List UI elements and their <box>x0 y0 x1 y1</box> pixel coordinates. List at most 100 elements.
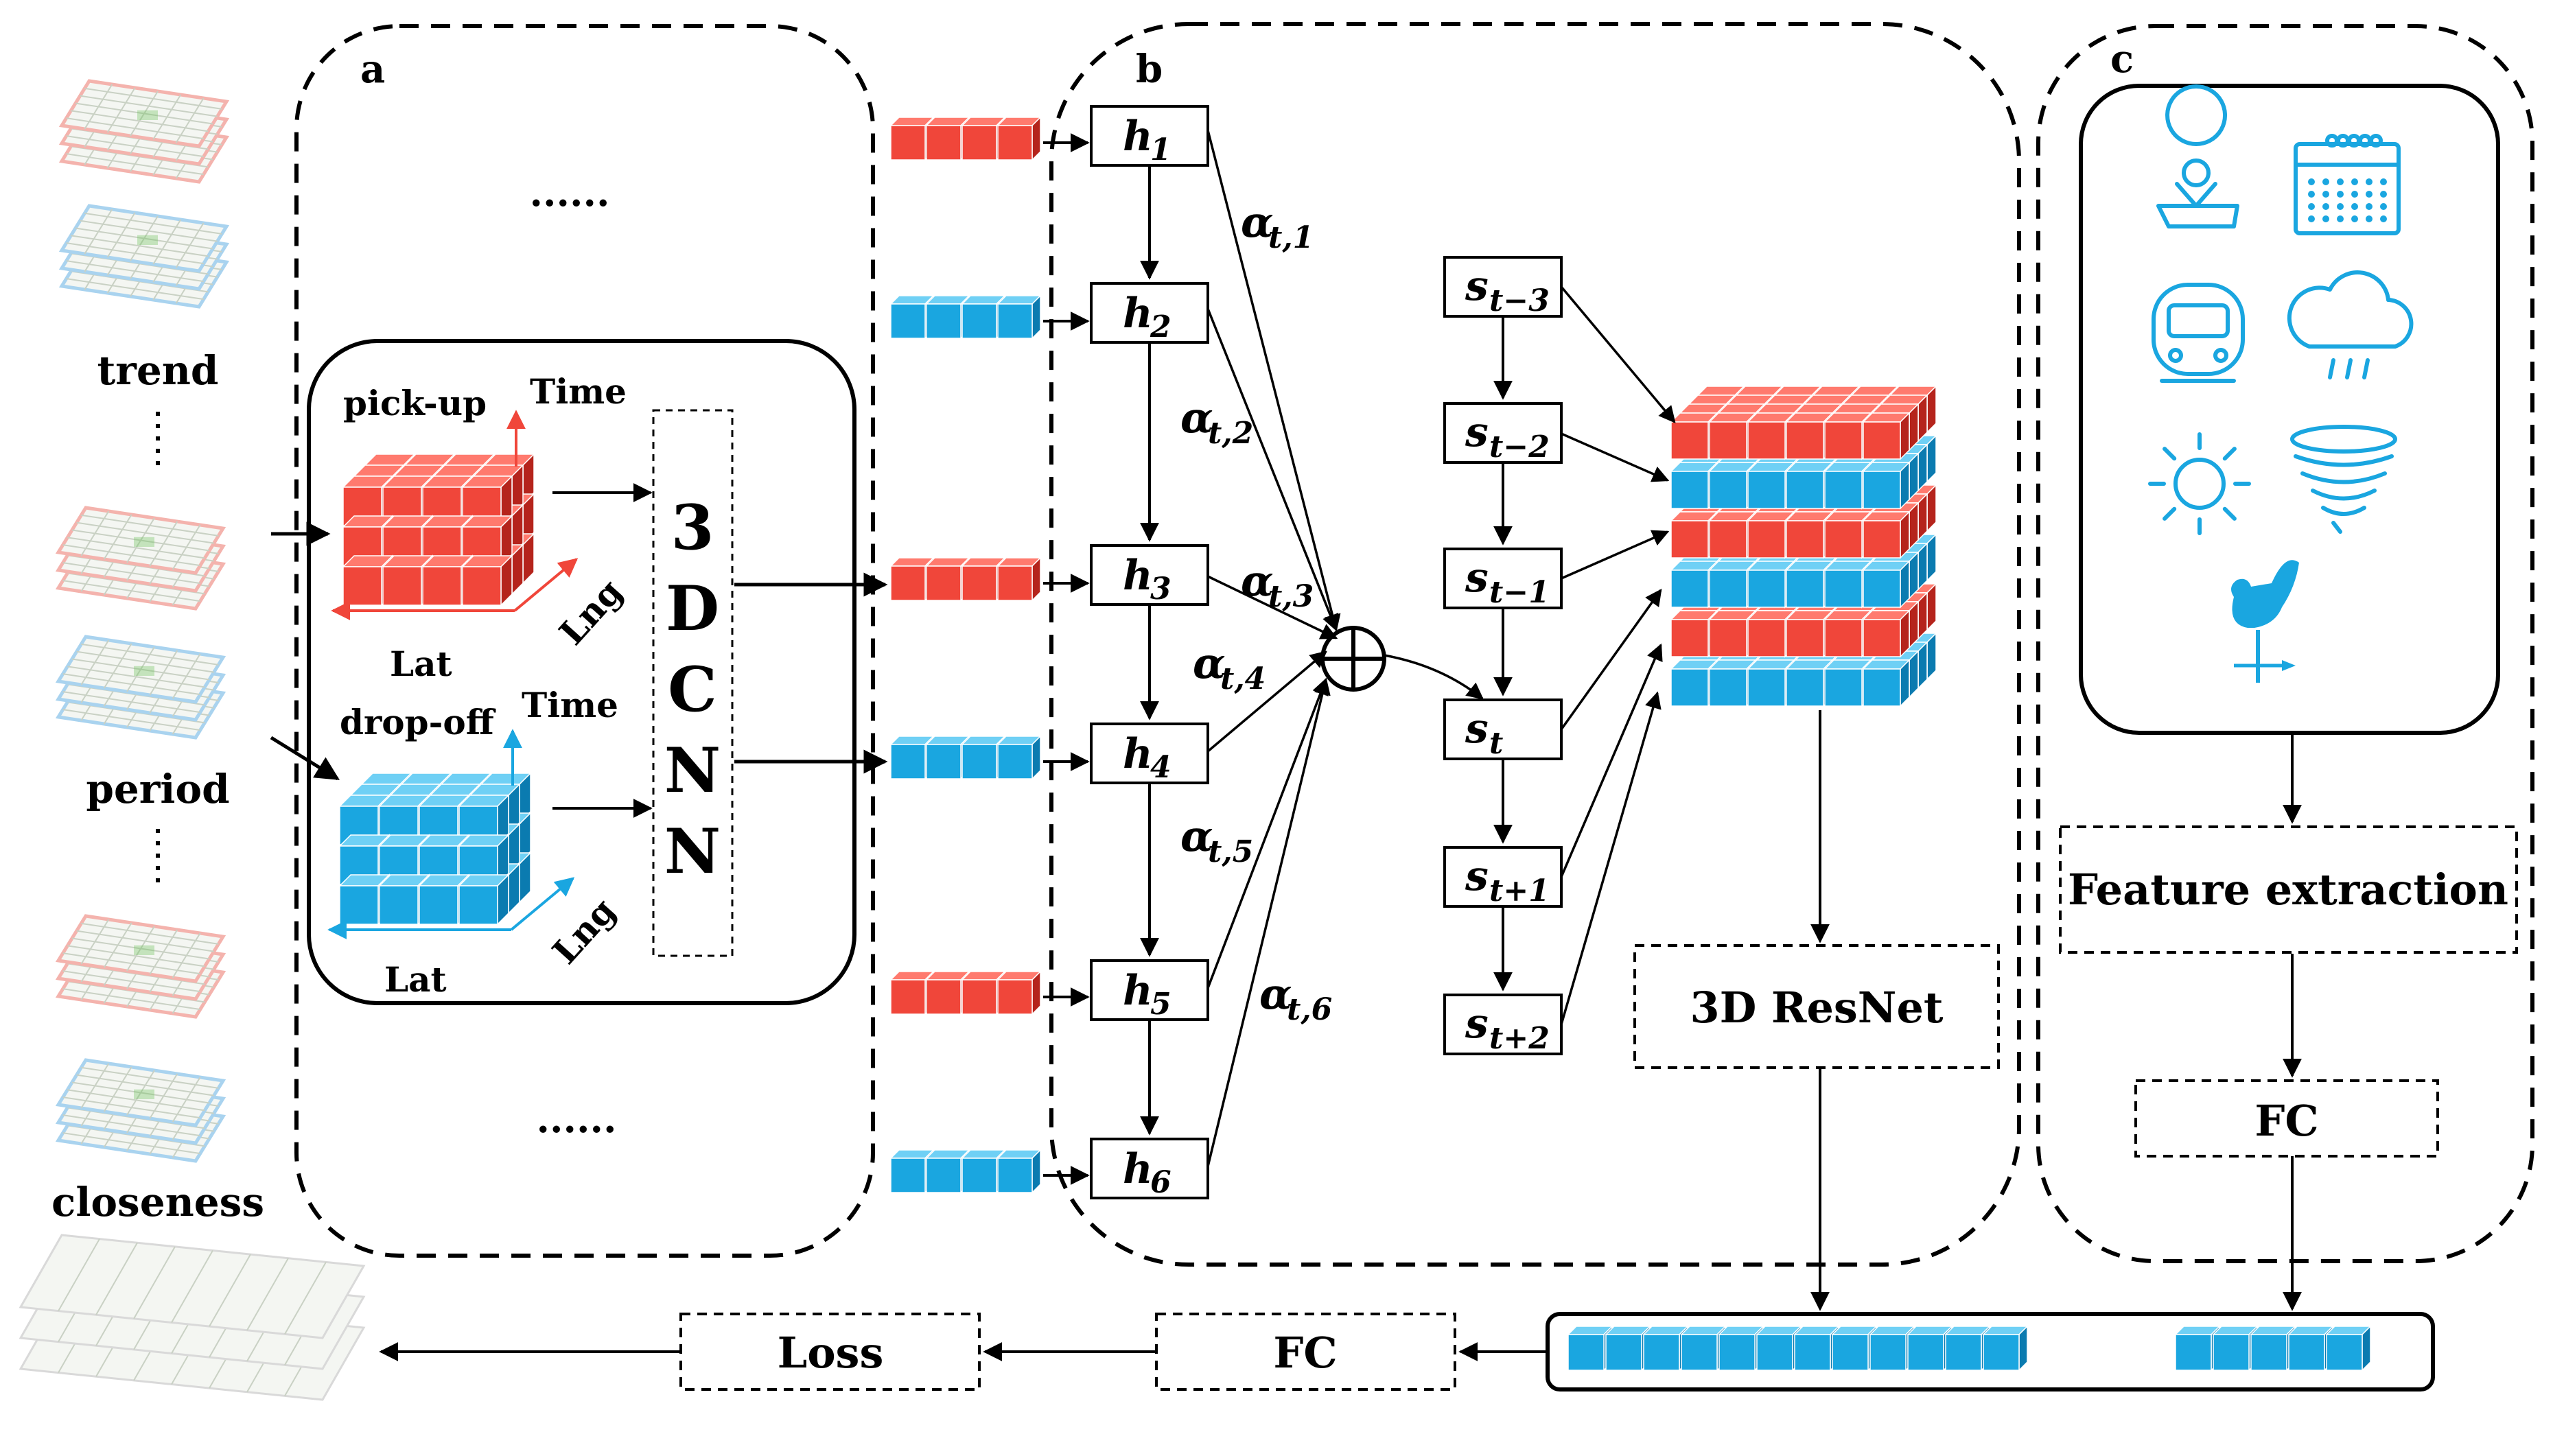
loss-label: Loss <box>778 1328 884 1378</box>
map-sheet <box>55 635 226 704</box>
state-label: s <box>1465 262 1489 310</box>
alpha-subscript: t,4 <box>1220 661 1266 696</box>
concat-cell <box>1982 1325 2029 1372</box>
arrow-h-to-sum <box>1206 650 1327 753</box>
feature-vector-5 <box>889 970 1090 1015</box>
hidden-state-5: h5 <box>1090 959 1209 1136</box>
hidden-state-subscript: 2 <box>1150 309 1171 344</box>
arrow-h-to-sum <box>1207 575 1338 639</box>
pickup-cube <box>331 410 579 620</box>
hidden-state-subscript: 1 <box>1150 132 1171 167</box>
alpha-1: αt,1 <box>1241 197 1314 255</box>
hidden-state-label: h <box>1123 1145 1153 1193</box>
stack-cell <box>1862 560 1911 609</box>
resnet-box <box>1633 944 2000 1069</box>
concat-cell <box>1944 1325 1991 1372</box>
map-sheet <box>55 506 226 575</box>
external-factors-box <box>2079 84 2500 735</box>
stack-cell <box>1862 659 1911 707</box>
dropoff-cube <box>327 729 575 939</box>
tornado-icon <box>2290 425 2397 534</box>
input-label-period: period <box>86 766 229 812</box>
sun-icon <box>2148 432 2251 535</box>
map-sheet <box>55 914 226 983</box>
arrow-s-to-cube <box>1561 530 1670 580</box>
stack-cell <box>1785 560 1834 609</box>
train-icon <box>2152 283 2245 383</box>
cnn-letter: 3 <box>671 491 714 564</box>
stack-cell <box>1862 461 1911 510</box>
arrow-sum-to-st <box>1384 654 1484 700</box>
weathervane-rooster-icon <box>2231 560 2299 683</box>
hidden-state-2: h2 <box>1090 282 1209 542</box>
hidden-state-subscript: 3 <box>1150 572 1171 607</box>
attention-weights: αt,1αt,2αt,3αt,4αt,5αt,6 <box>1180 197 1332 1027</box>
alpha-subscript: t,2 <box>1208 416 1253 451</box>
alpha-subscript: t,5 <box>1208 834 1253 869</box>
state-subscript: t−2 <box>1489 430 1550 465</box>
state-label: s <box>1465 1000 1489 1048</box>
dropoff-lng-label: Lng <box>544 891 623 972</box>
vector-cell <box>996 556 1042 602</box>
resnet-label: 3D ResNet <box>1690 983 1943 1033</box>
calendar-icon <box>2294 134 2401 235</box>
cnn-letter: N <box>664 815 721 888</box>
stack-cell <box>1862 510 1911 559</box>
stack-cell <box>1708 659 1757 707</box>
state-subscript: t+1 <box>1489 873 1550 908</box>
vector-cell <box>889 1149 935 1194</box>
input-label-closeness: closeness <box>51 1179 264 1225</box>
cnn-letter: D <box>666 572 719 645</box>
alpha-4: αt,4 <box>1193 638 1266 696</box>
state-subscript: t+2 <box>1489 1021 1550 1056</box>
alpha-label: α <box>1241 556 1274 606</box>
pickup-lng-label: Lng <box>551 572 630 653</box>
stacked-feature-cube <box>1670 385 1937 707</box>
panel-a-outline <box>294 24 875 1258</box>
fc-bottom-box <box>1155 1313 1456 1391</box>
arrow-s-to-cube <box>1560 691 1662 1025</box>
state-subscript: t <box>1489 726 1503 761</box>
input-label-trend: trend <box>97 347 219 394</box>
feature-vector-1 <box>889 116 1090 161</box>
block-cell <box>461 554 513 607</box>
alpha-label: α <box>1241 197 1274 247</box>
fc-right-label: FC <box>2254 1096 2318 1146</box>
pickup-label: pick-up <box>343 383 487 423</box>
state-label: s <box>1465 705 1489 753</box>
state-label: s <box>1465 852 1489 900</box>
vector-cell <box>925 556 970 602</box>
panel-a-dots-bottom: ...... <box>537 1096 617 1142</box>
feature-vector-4 <box>889 735 1090 780</box>
loss-box <box>679 1313 981 1391</box>
rain-cloud-icon <box>2287 270 2414 379</box>
location-pin-icon <box>2156 84 2239 228</box>
dropoff-time-label: Time <box>522 685 618 725</box>
hidden-state-subscript: 6 <box>1150 1165 1171 1200</box>
feature-vector-6 <box>889 1149 1090 1194</box>
map-sheet <box>55 1058 226 1127</box>
hidden-state-subscript: 5 <box>1150 987 1171 1022</box>
stack-cell <box>1862 412 1911 460</box>
hidden-state-3: h3 <box>1090 544 1209 720</box>
state-subscript: t−3 <box>1489 283 1550 318</box>
hidden-state-label: h <box>1123 113 1153 161</box>
vector-cell <box>996 970 1042 1015</box>
dropoff-lat-label: Lat <box>384 959 447 1000</box>
vector-cell <box>996 294 1042 340</box>
hidden-state-6: h6 <box>1090 1138 1209 1200</box>
hidden-state-1: h1 <box>1090 105 1209 280</box>
alpha-6: αt,6 <box>1259 969 1332 1027</box>
hidden-state-subscript: 4 <box>1150 750 1171 785</box>
hidden-state-label: h <box>1123 967 1153 1015</box>
panel-b-outline <box>1049 22 2021 1267</box>
